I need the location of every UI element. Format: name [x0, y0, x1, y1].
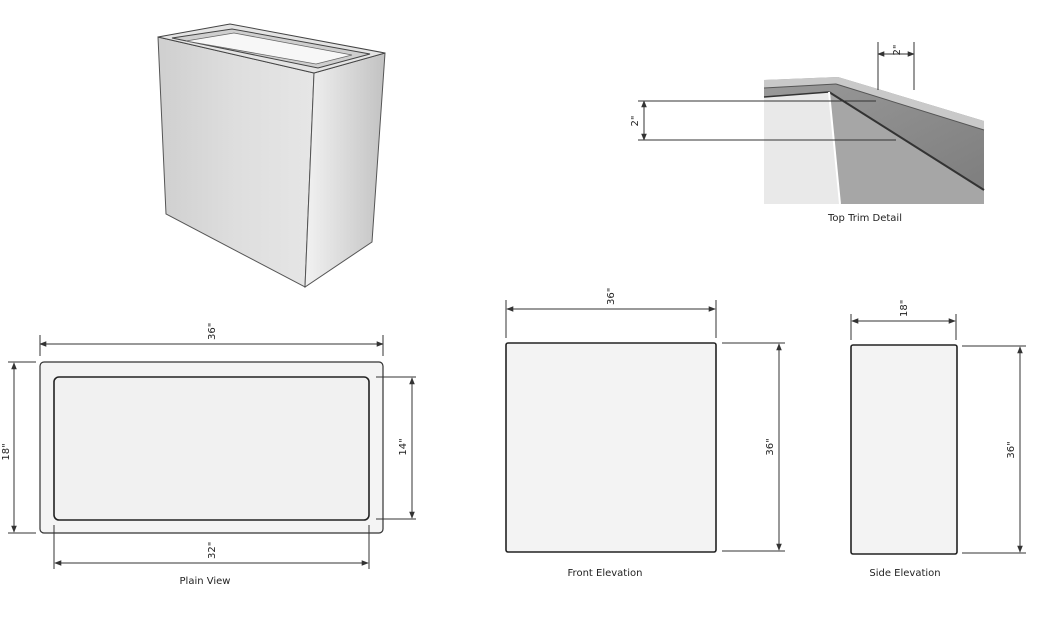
plain-view: 36" 18" 14" 32" Plain View [1, 323, 416, 587]
side-elevation: 18" 36" Side Elevation [850, 300, 1026, 579]
top-trim-detail: 2" 2" Top Trim Detail [630, 42, 985, 224]
plain-outer-depth-label: 18" [1, 443, 12, 460]
front-width-label: 36" [606, 288, 617, 305]
isometric-planter [157, 23, 386, 288]
side-height-label: 36" [1006, 441, 1017, 458]
plain-inner-width-label: 32" [207, 542, 218, 559]
top-trim-caption: Top Trim Detail [827, 213, 902, 224]
plain-outer-width-label: 36" [207, 323, 218, 340]
trim-width-label: 2" [892, 45, 903, 56]
front-elevation-caption: Front Elevation [568, 568, 643, 579]
trim-height-label: 2" [630, 116, 641, 127]
front-height-label: 36" [765, 438, 776, 455]
side-elevation-caption: Side Elevation [869, 568, 940, 579]
plain-view-caption: Plain View [180, 576, 231, 587]
side-width-label: 18" [899, 300, 910, 317]
front-elevation: 36" 36" Front Elevation [505, 288, 785, 579]
plain-inner-depth-label: 14" [398, 438, 409, 455]
